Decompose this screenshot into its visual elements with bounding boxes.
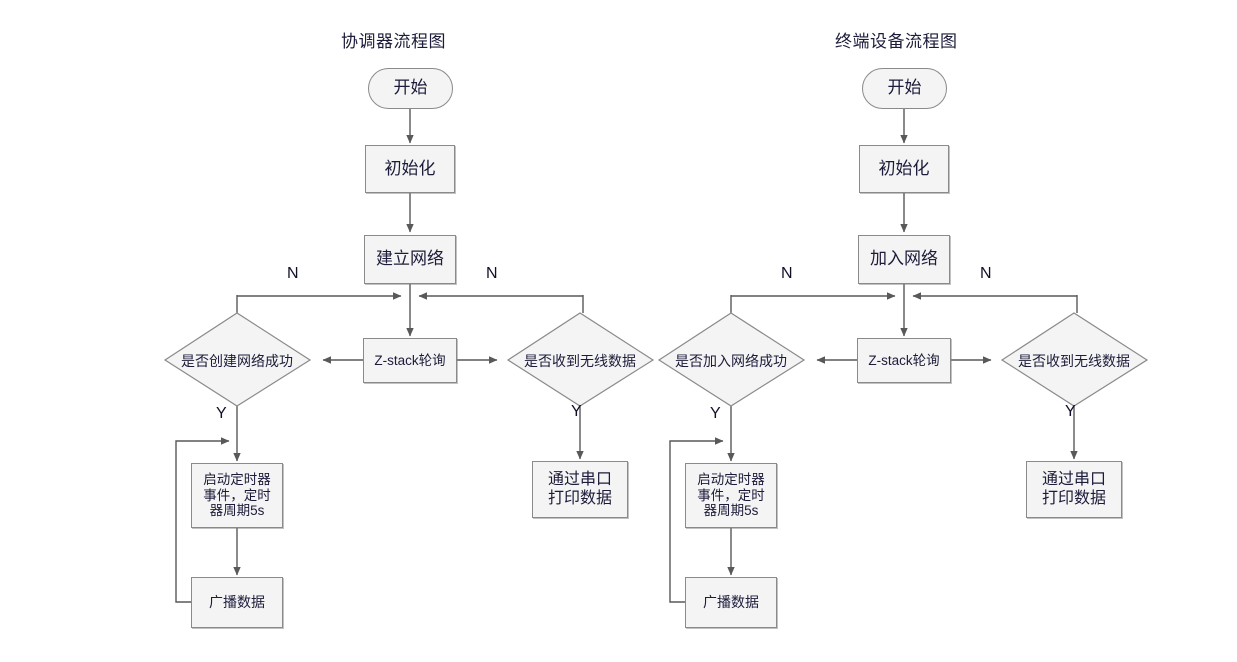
node-zstack-poll-coordinator[interactable]: Z-stack轮询 (363, 338, 457, 383)
node-serial-print-coordinator[interactable]: 通过串口 打印数据 (532, 461, 628, 518)
timer-line-3: 器周期5s (703, 503, 759, 519)
node-init-coordinator[interactable]: 初始化 (365, 145, 455, 193)
edge-label-n-left-end-device: N (781, 265, 793, 282)
edge-label-y-left-end-device: Y (710, 405, 721, 422)
serial-line-1: 通过串口 (1041, 470, 1106, 488)
node-start-timer-coordinator[interactable]: 启动定时器 事件，定时 器周期5s (191, 463, 283, 528)
edge-label-n-right-coordinator: N (486, 265, 498, 282)
node-zstack-poll-end-device[interactable]: Z-stack轮询 (857, 338, 951, 383)
decision-join-network-label: 是否加入网络成功 (675, 353, 787, 369)
edge-label-y-right-coordinator: Y (571, 403, 582, 420)
edge-label-n-left-coordinator: N (287, 265, 299, 282)
timer-line-3: 器周期5s (209, 503, 265, 519)
node-broadcast-data-end-device[interactable]: 广播数据 (685, 577, 777, 628)
serial-line-1: 通过串口 (547, 470, 612, 488)
timer-line-1: 启动定时器 (697, 471, 765, 487)
timer-line-2: 事件，定时 (697, 487, 765, 503)
edge-label-y-left-coordinator: Y (216, 405, 227, 422)
serial-line-2: 打印数据 (547, 489, 612, 507)
node-broadcast-data-coordinator[interactable]: 广播数据 (191, 577, 283, 628)
node-init-end-device[interactable]: 初始化 (859, 145, 949, 193)
edge-label-y-right-end-device: Y (1065, 403, 1076, 420)
decision-create-network-label: 是否创建网络成功 (181, 353, 293, 369)
node-join-network[interactable]: 加入网络 (858, 235, 950, 284)
edge-label-n-right-end-device: N (980, 265, 992, 282)
node-start-end-device[interactable]: 开始 (862, 68, 947, 109)
node-start-coordinator[interactable]: 开始 (368, 68, 453, 109)
chart-title-coordinator: 协调器流程图 (341, 32, 446, 51)
timer-line-1: 启动定时器 (203, 471, 271, 487)
node-build-network[interactable]: 建立网络 (364, 235, 456, 284)
chart-title-end-device: 终端设备流程图 (835, 32, 958, 51)
timer-line-2: 事件，定时 (203, 487, 271, 503)
serial-line-2: 打印数据 (1041, 489, 1106, 507)
node-serial-print-end-device[interactable]: 通过串口 打印数据 (1026, 461, 1122, 518)
decision-receive-data-left-label: 是否收到无线数据 (524, 353, 636, 369)
node-start-timer-end-device[interactable]: 启动定时器 事件，定时 器周期5s (685, 463, 777, 528)
decision-receive-data-right-label: 是否收到无线数据 (1018, 353, 1130, 369)
